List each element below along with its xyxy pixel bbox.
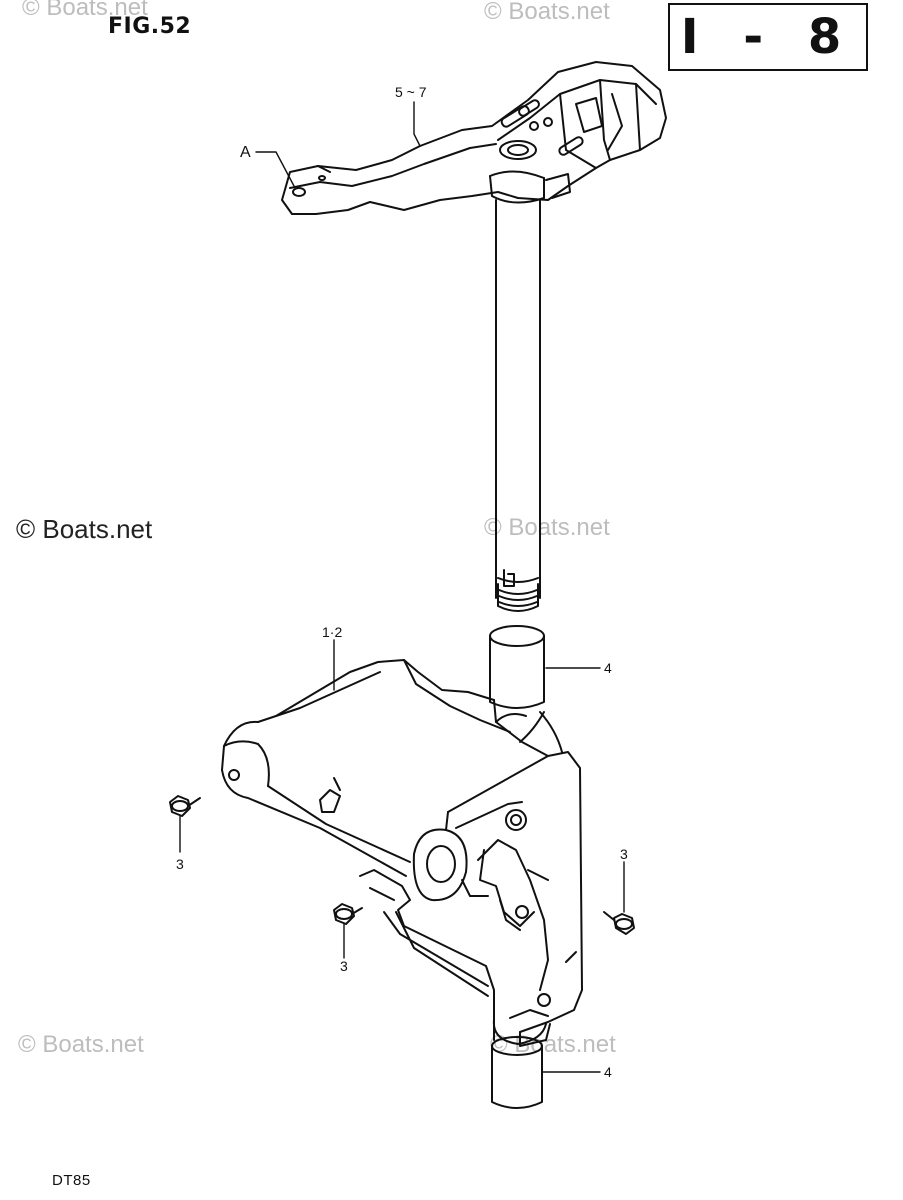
grease-nipple-right <box>603 911 635 935</box>
callout-steering-bracket: 5 ~ 7 <box>395 84 427 100</box>
figure-title: FIG.52 <box>108 14 192 39</box>
callout-grease-left: 3 <box>176 856 184 872</box>
bushing-lower <box>491 1036 543 1109</box>
grease-nipple-left <box>169 795 201 817</box>
watermark: © Boats.net <box>16 514 153 544</box>
model-code: DT85 <box>52 1172 91 1189</box>
callout-bushing-upper: 4 <box>604 660 612 676</box>
callout-grease-right: 3 <box>620 846 628 862</box>
grease-nipple-center <box>333 903 363 925</box>
swivel-bracket <box>221 659 583 1047</box>
steering-bracket <box>281 61 667 215</box>
steering-shaft <box>495 199 541 612</box>
callout-swivel-bracket: 1·2 <box>322 624 343 640</box>
watermark: © Boats.net <box>484 0 610 25</box>
watermark: © Boats.net <box>22 0 148 21</box>
callout-bushing-lower: 4 <box>604 1064 612 1080</box>
watermark: © Boats.net <box>18 1031 144 1058</box>
section-badge: I - 8 <box>668 3 868 71</box>
callout-a: A <box>240 144 251 161</box>
watermark: © Boats.net <box>484 514 610 541</box>
leader-lines <box>179 101 625 1073</box>
watermark: © Boats.net <box>490 1031 616 1058</box>
callout-grease-center: 3 <box>340 958 348 974</box>
bushing-upper <box>489 625 545 709</box>
